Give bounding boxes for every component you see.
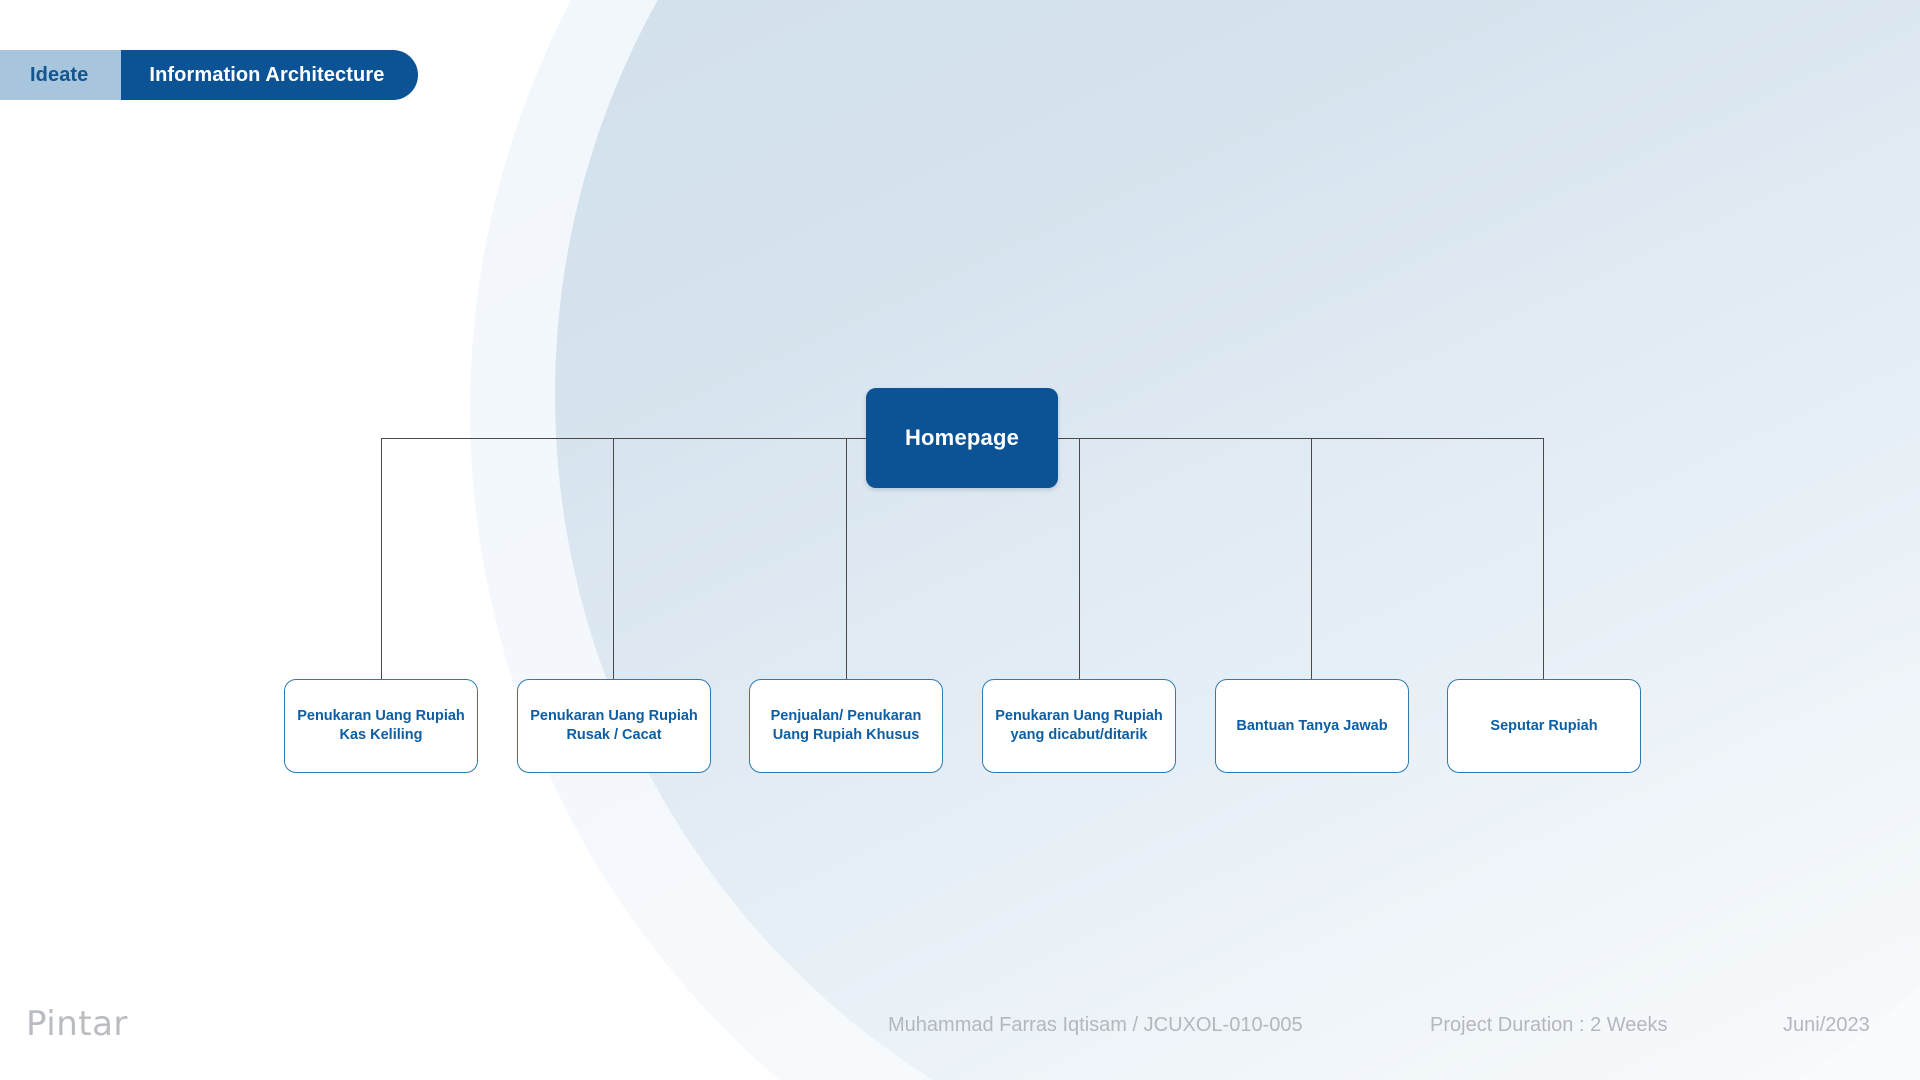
node-penukaran-uang-rupiah-kas-keliling[interactable]: Penukaran Uang Rupiah Kas Keliling [284,679,478,773]
footer-date: Juni/2023 [1783,1014,1870,1036]
footer-project-duration: Project Duration : 2 Weeks [1430,1014,1668,1036]
node-penukaran-uang-rupiah-rusak-cacat[interactable]: Penukaran Uang Rupiah Rusak / Cacat [517,679,711,773]
node-homepage[interactable]: Homepage [866,388,1058,488]
node-penukaran-uang-rupiah-dicabut-ditarik[interactable]: Penukaran Uang Rupiah yang dicabut/ditar… [982,679,1176,773]
pintar-logo: Pintar [26,1004,128,1044]
node-seputar-rupiah[interactable]: Seputar Rupiah [1447,679,1641,773]
tab-ideate[interactable]: Ideate [0,50,122,100]
tab-information-architecture[interactable]: Information Architecture [121,50,419,100]
footer-author: Muhammad Farras Iqtisam / JCUXOL-010-005 [888,1014,1303,1036]
node-bantuan-tanya-jawab[interactable]: Bantuan Tanya Jawab [1215,679,1409,773]
node-penjualan-penukaran-uang-rupiah-khusus[interactable]: Penjualan/ Penukaran Uang Rupiah Khusus [749,679,943,773]
section-tab-bar: Ideate Information Architecture [0,50,419,100]
slide-footer: Pintar Muhammad Farras Iqtisam / JCUXOL-… [0,990,1920,1080]
